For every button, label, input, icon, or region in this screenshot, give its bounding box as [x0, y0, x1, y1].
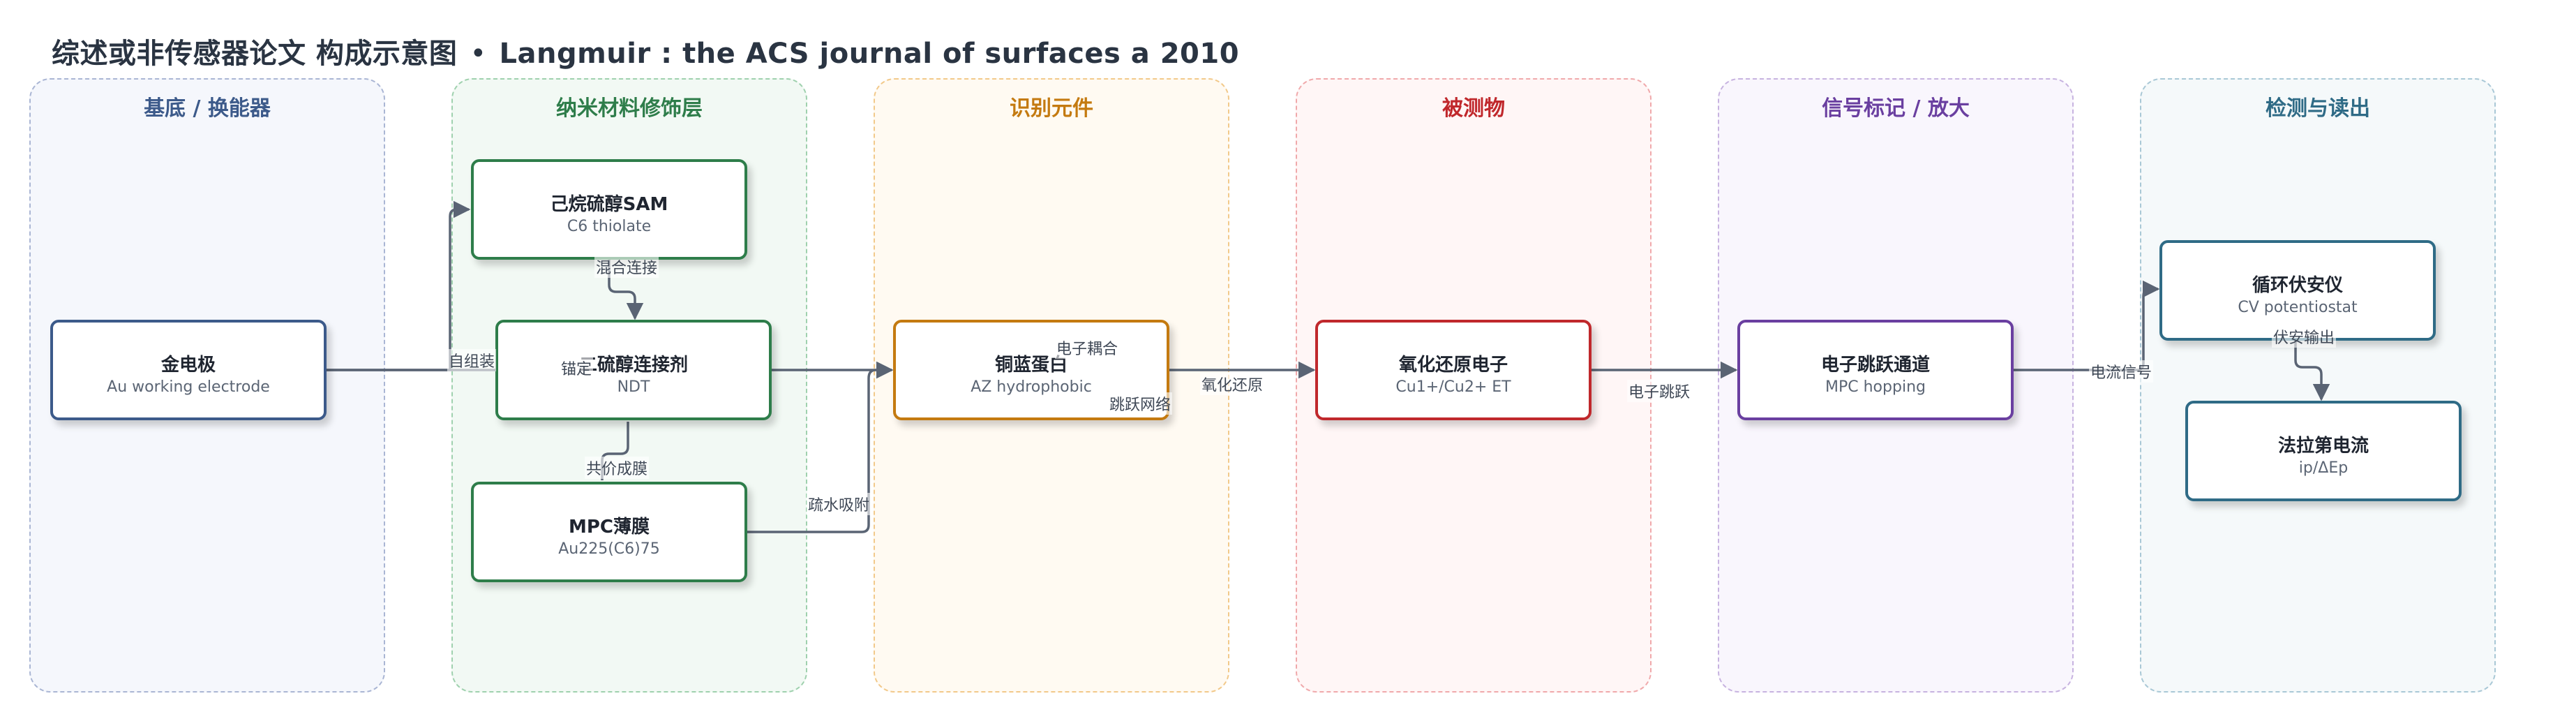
node-redox-electron: 氧化还原电子 Cu1+/Cu2+ ET: [1315, 320, 1592, 420]
node-hopping-channel: 电子跳跃通道 MPC hopping: [1737, 320, 2014, 420]
edge-sam-to-ndt: [608, 260, 644, 320]
lane-title: 识别元件: [1010, 96, 1093, 121]
node-title: 法拉第电流: [2277, 436, 2369, 457]
node-title: 二硫醇连接剂: [578, 355, 688, 376]
page-title: 综述或非传感器论文 构成示意图 • Langmuir : the ACS journ…: [52, 31, 1239, 71]
node-gold-electrode: 金电极 Au working electrode: [50, 320, 327, 420]
node-azurin: 铜蓝蛋白 AZ hydrophobic: [893, 320, 1169, 420]
node-title: MPC薄膜: [568, 517, 650, 538]
node-subtitle: AZ hydrophobic: [971, 378, 1092, 396]
node-subtitle: NDT: [617, 378, 650, 396]
edge-label-self-assembly: 自组装: [447, 349, 497, 371]
title-journal: Langmuir : the ACS journal of surfaces a…: [499, 38, 1240, 70]
node-subtitle: C6 thiolate: [567, 218, 652, 235]
edge-label-anchor: 锚定: [559, 357, 594, 379]
lane-title: 基底 / 换能器: [144, 96, 271, 121]
node-subtitle: CV potentiostat: [2238, 299, 2358, 316]
node-subtitle: ip/ΔEp: [2298, 459, 2349, 477]
node-title: 金电极: [160, 355, 216, 376]
edge-label-hopping-network: 跳跃网络: [1107, 392, 1173, 415]
lane-title: 信号标记 / 放大: [1822, 96, 1970, 121]
node-dithiol-linker: 二硫醇连接剂 NDT: [495, 320, 772, 420]
edge-label-electron-coupling: 电子耦合: [1054, 336, 1120, 359]
edge-hop-to-cv: [2012, 280, 2160, 371]
edge-label-mixed-link: 混合连接: [594, 256, 659, 278]
node-sam: 己烷硫醇SAM C6 thiolate: [471, 159, 747, 260]
node-faradaic-current: 法拉第电流 ip/ΔEp: [2185, 401, 2462, 501]
node-subtitle: Au225(C6)75: [558, 540, 660, 558]
lane-title: 纳米材料修饰层: [556, 96, 703, 121]
edge-label-electron-hopping: 电子跳跃: [1626, 380, 1692, 402]
edge-label-redox: 氧化还原: [1199, 373, 1265, 395]
node-subtitle: MPC hopping: [1825, 378, 1926, 396]
edge-label-covalent-film: 共价成膜: [584, 457, 650, 479]
edge-label-voltammetry-output: 伏安输出: [2271, 325, 2337, 348]
node-title: 电子跳跃通道: [1820, 355, 1930, 376]
lane-title: 被测物: [1442, 96, 1505, 121]
edge-label-current-signal: 电流信号: [2088, 360, 2154, 383]
node-title: 循环伏安仪: [2252, 275, 2343, 296]
node-title: 己烷硫醇SAM: [550, 194, 668, 215]
node-title: 氧化还原电子: [1398, 355, 1508, 376]
title-separator: •: [470, 38, 487, 70]
edge-label-hydrophobic-adsorption: 疏水吸附: [806, 493, 871, 515]
node-title: 铜蓝蛋白: [994, 355, 1068, 376]
node-subtitle: Cu1+/Cu2+ ET: [1395, 378, 1511, 396]
node-mpc-film: MPC薄膜 Au225(C6)75: [471, 482, 747, 582]
edge-mpc-to-azurin: [747, 361, 894, 533]
lane-title: 检测与读出: [2266, 96, 2370, 121]
edge-cv-to-faraday: [2294, 339, 2330, 401]
title-main: 综述或非传感器论文 构成示意图: [52, 38, 458, 70]
node-cv-potentiostat: 循环伏安仪 CV potentiostat: [2159, 240, 2436, 341]
node-subtitle: Au working electrode: [107, 378, 270, 396]
edge-au-to-sam: [327, 200, 471, 371]
